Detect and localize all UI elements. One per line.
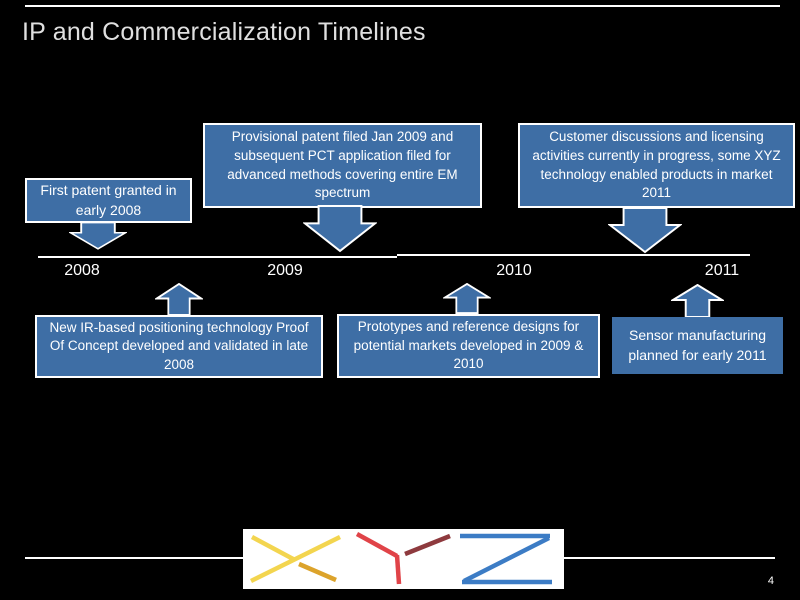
down-arrow-icon bbox=[608, 207, 682, 254]
callout-prototypes: Prototypes and reference designs for pot… bbox=[337, 314, 600, 378]
timeline-line-left bbox=[38, 256, 397, 258]
top-rule-line bbox=[25, 5, 780, 7]
callout-customer-discussions: Customer discussions and licensing activ… bbox=[518, 123, 795, 208]
timeline-year-2010: 2010 bbox=[496, 262, 532, 279]
timeline-line-right bbox=[397, 254, 750, 256]
xyz-logo-graphic bbox=[250, 532, 552, 585]
up-arrow-icon bbox=[443, 283, 491, 314]
down-arrow-icon bbox=[69, 222, 127, 250]
timeline-year-2009: 2009 bbox=[267, 262, 303, 279]
up-arrow-icon bbox=[155, 283, 203, 316]
timeline-year-2011: 2011 bbox=[704, 262, 740, 279]
down-arrow-icon bbox=[303, 205, 377, 253]
xyz-logo bbox=[243, 529, 564, 589]
callout-provisional-patent: Provisional patent filed Jan 2009 and su… bbox=[203, 123, 482, 208]
callout-sensor-manufacturing: Sensor manufacturing planned for early 2… bbox=[612, 317, 783, 374]
timeline-year-2008: 2008 bbox=[64, 262, 100, 279]
page-title: IP and Commercialization Timelines bbox=[22, 18, 426, 46]
callout-first-patent: First patent granted in early 2008 bbox=[25, 178, 192, 223]
page-number: 4 bbox=[767, 575, 774, 587]
callout-ir-positioning: New IR-based positioning technology Proo… bbox=[35, 315, 323, 378]
up-arrow-icon bbox=[671, 284, 724, 318]
